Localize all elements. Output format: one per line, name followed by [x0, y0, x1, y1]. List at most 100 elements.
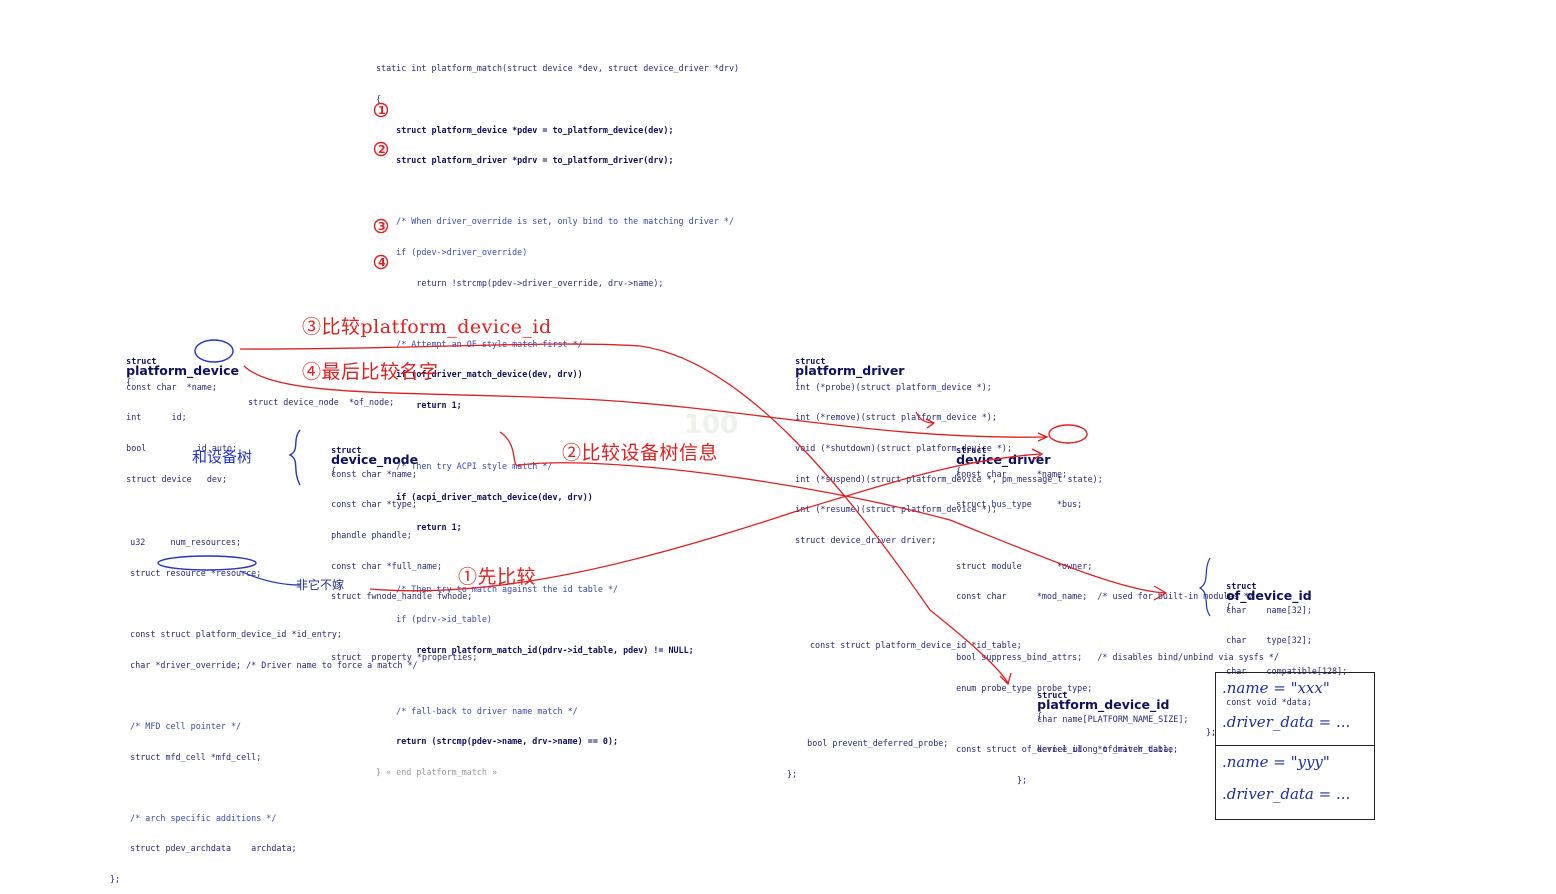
field-type: char type[32]; — [1206, 635, 1312, 646]
annotation-compare-dt: ②比较设备树信息 — [562, 442, 719, 464]
arrow-head — [1031, 448, 1044, 461]
field-id-entry: const struct platform_device_id *id_entr… — [110, 629, 342, 640]
code-line: struct platform_driver *pdrv = to_platfo… — [376, 155, 674, 166]
id-table-line: const struct platform_device_id *id_tabl… — [810, 640, 1022, 650]
struct-brace: { — [1226, 602, 1232, 613]
of-device-id-struct: struct of_device_id { char name[32]; cha… — [1206, 550, 1347, 748]
field-of-match-table: const struct of_device_id *of_match_tabl… — [936, 744, 1179, 755]
field-name: const char *name; — [311, 468, 417, 479]
code-comment: /* Then try ACPI style match */ — [376, 461, 553, 472]
struct-close: }; — [787, 769, 798, 779]
watermark: 100 — [684, 410, 739, 440]
struct-keyword: struct — [956, 444, 987, 455]
field-phandle: phandle phandle; — [311, 530, 412, 540]
code-line: if (pdrv->id_table) — [376, 614, 492, 625]
field-suspend: int (*suspend)(struct platform_device *,… — [775, 473, 1103, 484]
brace-device-node — [288, 429, 301, 486]
struct-name: platform_device_id — [1037, 696, 1170, 712]
field-num-resources: u32 num_resources; — [110, 537, 242, 548]
code-line: return (strcmp(pdev->name, drv->name) ==… — [376, 736, 619, 747]
field-full-name: const char *full_name; — [311, 560, 443, 571]
field-probe-type: enum probe_type probe_type; — [936, 682, 1093, 693]
annotation-dt-label: 和设备树 — [192, 448, 253, 466]
struct-header: struct platform_device_id { — [1017, 679, 1188, 721]
code-line: { — [376, 94, 382, 104]
code-line: if (pdev->driver_override) — [376, 246, 528, 257]
code-line: struct platform_device *pdev = to_platfo… — [376, 124, 674, 135]
field-name: const char *name; — [106, 381, 217, 392]
field-name: char name[PLATFORM_NAME_SIZE]; — [1017, 713, 1189, 724]
field-id-auto: bool id_auto; — [106, 443, 238, 453]
override-leader — [239, 570, 301, 586]
field-compatible: char compatible[128]; — [1206, 666, 1348, 676]
id-table-data-1: .driver_data = ... — [1222, 713, 1351, 731]
field-driver: struct device_driver driver; — [775, 534, 937, 545]
id-table-divider — [1216, 745, 1374, 746]
field-name: const char *name; — [936, 468, 1068, 479]
arrow-name — [243, 365, 1048, 438]
driver-name-highlight — [1048, 424, 1088, 444]
marker-1: 1 — [378, 104, 386, 117]
marker-circle-3 — [373, 218, 389, 234]
annotation-override-note: 非它不嫁 — [296, 578, 345, 592]
field-driver-override: char *driver_override; /* Driver name to… — [110, 659, 418, 670]
code-line: return 1; — [376, 522, 462, 533]
field-probe: int (*probe)(struct platform_device *); — [775, 381, 992, 392]
marker-2: 2 — [378, 143, 386, 156]
id-table-name-1: .name = "xxx" — [1222, 679, 1330, 697]
struct-header: struct of_device_id { — [1206, 570, 1347, 612]
arrow-override — [369, 453, 1041, 592]
field-mod-name: const char *mod_name; /* used for built-… — [936, 591, 1254, 602]
arrow-head — [999, 672, 1012, 686]
field-archdata: struct pdev_archdata archdata; — [110, 843, 297, 854]
marker-4: 4 — [378, 256, 386, 269]
annotation-strokes — [157, 102, 1211, 686]
platform-driver-tail: bool prevent_deferred_probe; }; — [787, 718, 948, 789]
id-table-data-2: .driver_data = ... — [1222, 785, 1351, 803]
struct-brace: { — [331, 466, 337, 477]
arrow-head — [1037, 432, 1049, 442]
field-fwnode: struct fwnode_handle fwnode; — [311, 591, 473, 602]
marker-circle-1 — [373, 102, 389, 118]
arrow-driver — [915, 411, 935, 424]
marker-circle-4 — [373, 254, 389, 270]
field-shutdown: void (*shutdown)(struct platform_device … — [775, 443, 1012, 453]
device-driver-struct: struct device_driver { const char *name;… — [936, 414, 1279, 765]
arrow-id-table — [239, 343, 1009, 684]
struct-brace: { — [956, 466, 962, 477]
field-remove: int (*remove)(struct platform_device *); — [775, 412, 997, 423]
struct-name: of_device_id — [1226, 587, 1312, 603]
code-line: return !strcmp(pdev->driver_override, dr… — [376, 277, 664, 288]
device-node-struct: struct device_node { const char *name; c… — [311, 414, 477, 673]
arrow-head — [1153, 585, 1168, 601]
struct-header: struct platform_device { — [106, 345, 239, 387]
code-line: static int platform_match(struct device … — [376, 63, 740, 74]
arrow-head — [925, 418, 936, 429]
annotation-compare-id: ③比较platform_device_id — [302, 316, 552, 338]
code-comment: /* arch specific additions */ — [110, 812, 277, 823]
struct-close: }; — [1017, 775, 1028, 785]
struct-keyword: struct — [331, 444, 362, 455]
name-highlight — [194, 339, 234, 363]
struct-header: struct device_driver { — [936, 434, 1279, 476]
field-data: const void *data; — [1206, 696, 1312, 707]
struct-brace: { — [126, 377, 132, 388]
struct-brace: { — [795, 377, 801, 388]
code-comment: /* When driver_override is set, only bin… — [376, 216, 734, 227]
annotation-compare-name: ④最后比较名字 — [302, 361, 439, 383]
code-comment: /* fall-back to driver name match */ — [376, 705, 578, 716]
struct-name: platform_driver — [795, 362, 905, 378]
field-dev: struct device dev; — [106, 473, 228, 484]
code-line: return 1; — [376, 399, 462, 410]
field-id: int id; — [106, 412, 187, 423]
brace-of-device-id — [1198, 557, 1211, 617]
id-table-name-2: .name = "yyy" — [1222, 753, 1330, 771]
code-line: } « end platform_match » — [376, 767, 498, 778]
platform-device-struct: struct platform_device { const char *nam… — [106, 325, 239, 494]
code-line: if (acpi_driver_match_device(dev, drv)) — [376, 491, 593, 502]
platform-match-code: static int platform_match(struct device … — [376, 43, 739, 787]
field-resource: struct resource *resource; — [110, 568, 262, 578]
struct-name: platform_device — [126, 362, 240, 378]
field-suppress-bind-attrs: bool suppress_bind_attrs; /* disables bi… — [936, 652, 1279, 663]
field-bus: struct bus_type *bus; — [936, 499, 1083, 510]
